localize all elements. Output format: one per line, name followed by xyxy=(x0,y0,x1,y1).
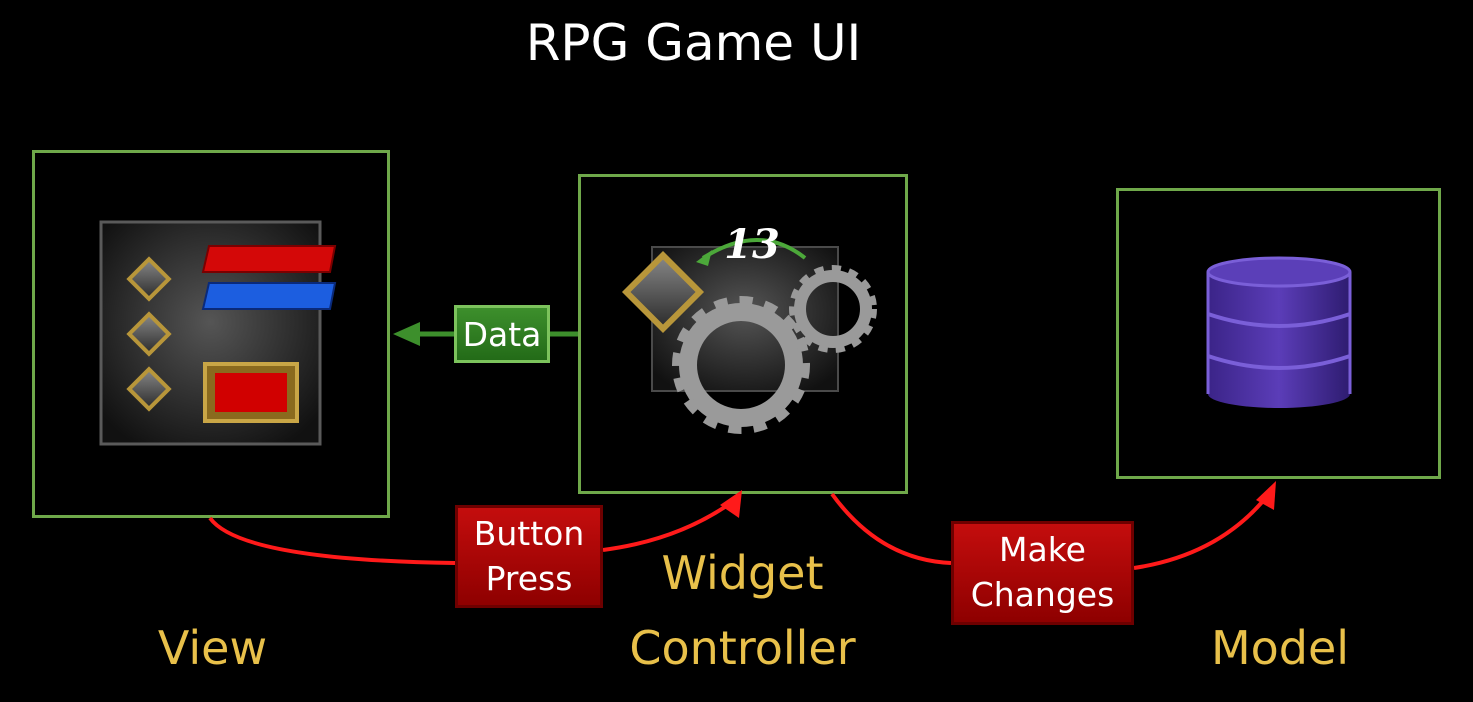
data-box: Data xyxy=(454,305,550,363)
hud-panel-icon xyxy=(99,220,337,446)
make-changes-line1: Make xyxy=(999,530,1086,570)
view-panel xyxy=(32,150,390,518)
button-press-line1: Button xyxy=(473,513,585,553)
gem-icon-1 xyxy=(126,256,172,302)
controller-panel xyxy=(578,174,908,494)
data-arrow xyxy=(393,322,578,346)
button-press-arrow xyxy=(208,498,737,565)
make-changes-line2: Changes xyxy=(970,575,1115,614)
database-icon xyxy=(1206,256,1352,408)
make-changes-box: Make Changes xyxy=(951,521,1134,625)
controller-label: Controller xyxy=(629,621,856,675)
data-box-label: Data xyxy=(462,314,542,354)
gears-icon xyxy=(621,238,877,434)
diagram-title: RPG Game UI xyxy=(525,14,862,72)
button-press-box: Button Press xyxy=(455,505,603,608)
view-label: View xyxy=(157,621,268,675)
large-gear xyxy=(672,296,810,434)
button-press-line2: Press xyxy=(485,558,573,598)
model-panel xyxy=(1116,188,1441,479)
model-label: Model xyxy=(1210,621,1350,675)
small-gear xyxy=(789,265,877,353)
make-changes-arrow xyxy=(830,492,1270,570)
gem-icon-3 xyxy=(126,366,172,412)
counter-number: 13 xyxy=(724,221,780,268)
mana-bar xyxy=(201,282,337,310)
counter-arrow-icon xyxy=(701,238,807,260)
gem-icon-2 xyxy=(126,311,172,357)
widget-label: Widget xyxy=(661,546,824,600)
health-bar xyxy=(201,245,337,273)
